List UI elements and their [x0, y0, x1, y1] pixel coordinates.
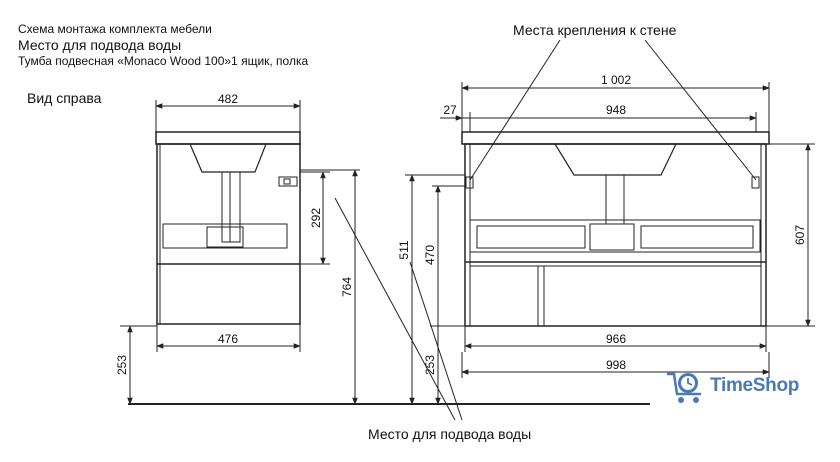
dim-side-total-height: 764 [340, 277, 354, 297]
header-line-3: Тумба подвесная «Monaco Wood 100»1 ящик,… [18, 54, 309, 68]
dim-front-height-470: 470 [423, 245, 437, 265]
side-body [156, 143, 301, 325]
water-supply-label: Место для подвода воды [368, 426, 532, 442]
dim-front-body-height: 607 [793, 225, 807, 245]
front-basin [554, 143, 677, 176]
brand-name: TimeShop [710, 375, 800, 396]
dim-front-body-width: 966 [606, 332, 626, 346]
dim-side-width-top: 482 [218, 92, 238, 106]
header-line-1: Схема монтажа комплекта мебели [18, 22, 212, 36]
dim-front-total-width: 1 002 [601, 73, 631, 87]
cart-clock-icon [666, 372, 702, 403]
mounting-points-label: Места крепления к стене [513, 22, 677, 38]
front-right-mount-icon [751, 176, 760, 189]
water-leader-front [409, 261, 463, 421]
water-leader-side [334, 197, 456, 421]
side-basin [189, 143, 267, 173]
header-line-2: Место для подвода воды [18, 37, 182, 53]
dim-side-floor-gap: 253 [115, 355, 129, 375]
front-view: 1 002 27 948 966 998 511 470 253 [397, 39, 815, 405]
dim-front-height-511: 511 [397, 240, 411, 259]
side-view: 482 476 292 764 253 [115, 92, 360, 405]
side-view-label: Вид справа [27, 90, 102, 106]
dim-front-outer-width: 998 [606, 358, 626, 372]
side-countertop [155, 131, 301, 145]
dim-front-offset: 27 [443, 103, 457, 117]
brand-logo[interactable]: TimeShop [666, 366, 836, 406]
front-left-mount-icon [465, 176, 474, 189]
side-wall-mount-icon [278, 176, 298, 187]
front-body [464, 143, 767, 327]
side-siphon [221, 171, 241, 243]
dim-side-water-height: 292 [309, 208, 323, 228]
dim-front-floor-gap: 253 [423, 355, 437, 375]
dim-front-mount-span: 948 [606, 103, 626, 117]
dim-side-width-bottom: 476 [218, 332, 238, 346]
